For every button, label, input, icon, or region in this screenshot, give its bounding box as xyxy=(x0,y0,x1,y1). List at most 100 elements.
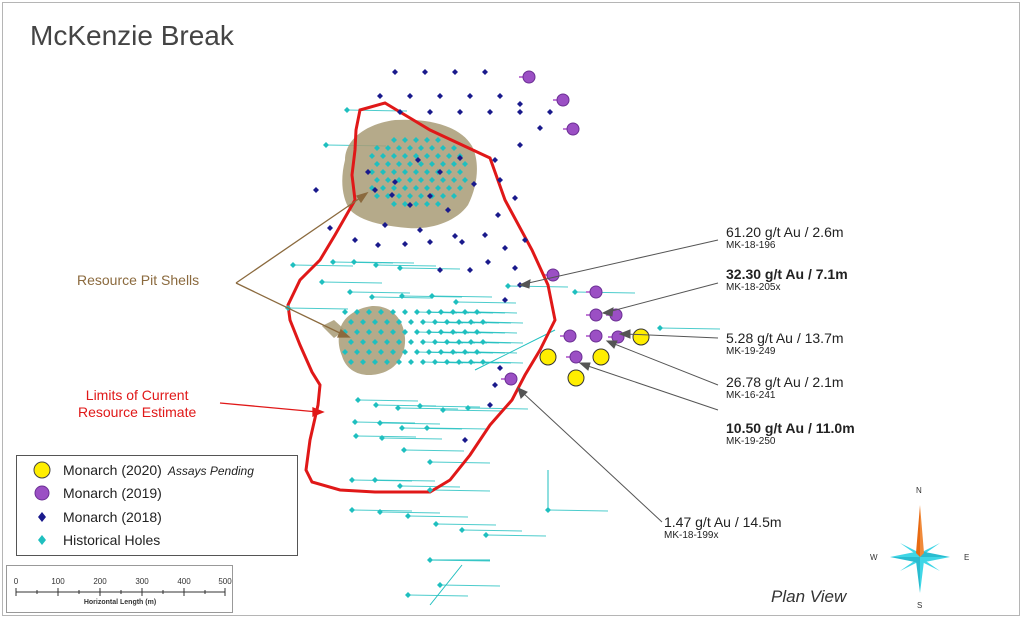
historical-hole-marker xyxy=(380,153,386,159)
monarch-2019-marker xyxy=(563,329,577,343)
historical-hole-marker xyxy=(444,339,450,345)
monarch-2020-markers xyxy=(539,328,650,387)
monarch-2018-marker xyxy=(365,169,371,175)
historical-hole-marker xyxy=(348,359,354,365)
monarch-2018-marker xyxy=(467,93,473,99)
drill-trace xyxy=(407,515,469,518)
pit-shell-south xyxy=(338,305,406,376)
historical-hole-marker xyxy=(342,309,348,315)
historical-hole-marker xyxy=(456,339,462,345)
scale-tick-label: 200 xyxy=(93,577,107,586)
historical-hole-marker xyxy=(347,289,353,295)
historical-hole-marker xyxy=(405,513,411,519)
intercept-hole-id: MK-18-205x xyxy=(726,282,781,293)
monarch-2018-marker xyxy=(482,232,488,238)
monarch-2018-marker xyxy=(517,101,523,107)
intercept-label: 61.20 g/t Au / 2.6m MK-18-196 xyxy=(726,224,844,251)
historical-hole-marker xyxy=(408,359,414,365)
historical-hole-marker xyxy=(402,329,408,335)
historical-hole-marker xyxy=(459,527,465,533)
historical-hole-marker xyxy=(429,145,435,151)
historical-hole-marker xyxy=(414,329,420,335)
historical-hole-marker xyxy=(427,487,433,493)
historical-hole-marker xyxy=(438,329,444,335)
historical-hole-marker xyxy=(391,185,397,191)
historical-hole-marker xyxy=(402,153,408,159)
historical-hole-marker xyxy=(349,507,355,513)
historical-hole-marker xyxy=(444,319,450,325)
scale-bar: 0 100 200 300 400 500 Horizontal Length … xyxy=(6,565,233,613)
historical-hole-marker xyxy=(352,419,358,425)
callout-arrows xyxy=(517,239,719,523)
intercept-result: 1.47 g/t Au / 14.5m xyxy=(664,514,782,530)
historical-hole-marker xyxy=(396,339,402,345)
historical-hole-marker xyxy=(354,309,360,315)
historical-hole-marker xyxy=(351,259,357,265)
historical-hole-marker xyxy=(468,359,474,365)
drill-trace xyxy=(321,281,383,284)
drill-trace xyxy=(429,564,463,606)
historical-hole-marker xyxy=(348,319,354,325)
historical-hole-marker xyxy=(418,177,424,183)
historical-hole-marker xyxy=(413,169,419,175)
historical-hole-marker xyxy=(355,397,361,403)
intercept-hole-id: MK-19-249 xyxy=(726,346,776,357)
drill-trace xyxy=(467,407,529,410)
historical-hole-marker xyxy=(372,477,378,483)
historical-hole-marker xyxy=(384,339,390,345)
historical-hole-marker xyxy=(457,169,463,175)
monarch-2018-marker xyxy=(313,187,319,193)
historical-hole-marker xyxy=(390,349,396,355)
historical-hole-marker xyxy=(440,407,446,413)
historical-hole-marker xyxy=(405,592,411,598)
historical-hole-marker xyxy=(435,137,441,143)
resource-limit-label-line1: Limits of Current xyxy=(85,387,189,403)
historical-hole-marker xyxy=(462,177,468,183)
historical-hole-marker xyxy=(450,309,456,315)
intercept-label: 32.30 g/t Au / 7.1m MK-18-205x xyxy=(726,266,848,293)
drill-trace xyxy=(431,295,493,298)
historical-hole-marker xyxy=(344,107,350,113)
monarch-2019-marker xyxy=(522,70,536,84)
monarch-2018-marker xyxy=(452,69,458,75)
drill-trace xyxy=(455,301,517,304)
historical-hole-marker xyxy=(480,359,486,365)
historical-hole-marker xyxy=(446,169,452,175)
historical-hole-marker xyxy=(450,329,456,335)
historical-hole-marker xyxy=(483,532,489,538)
historical-hole-marker xyxy=(372,319,378,325)
historical-hole-marker xyxy=(385,161,391,167)
monarch-2018-marker xyxy=(402,241,408,247)
historical-hole-marker xyxy=(433,521,439,527)
purple-circle-icon xyxy=(34,485,50,501)
historical-hole-marker xyxy=(413,137,419,143)
historical-hole-marker xyxy=(348,339,354,345)
monarch-2018-marker xyxy=(445,207,451,213)
monarch-2018-markers xyxy=(313,69,553,443)
resource-limit-label: Limits of Current Resource Estimate xyxy=(78,387,196,421)
monarch-2018-marker xyxy=(397,109,403,115)
historical-hole-marker xyxy=(372,359,378,365)
drill-trace xyxy=(354,421,416,424)
yellow-circle-icon xyxy=(33,461,51,479)
monarch-2018-marker xyxy=(502,245,508,251)
drill-trace xyxy=(292,264,354,267)
monarch-2018-marker xyxy=(517,142,523,148)
historical-hole-marker xyxy=(453,299,459,305)
historical-hole-marker xyxy=(468,339,474,345)
historical-hole-marker xyxy=(407,193,413,199)
historical-hole-marker xyxy=(420,359,426,365)
monarch-2018-marker xyxy=(352,237,358,243)
historical-hole-marker xyxy=(462,329,468,335)
monarch-2018-marker xyxy=(467,267,473,273)
historical-hole-marker xyxy=(446,153,452,159)
historical-hole-marker xyxy=(373,402,379,408)
intercept-hole-id: MK-18-199x xyxy=(664,530,719,541)
drill-trace xyxy=(439,584,501,587)
monarch-2018-marker xyxy=(427,239,433,245)
historical-hole-marker xyxy=(474,309,480,315)
historical-hole-marker xyxy=(414,349,420,355)
drill-trace xyxy=(426,427,488,430)
historical-hole-marker xyxy=(374,145,380,151)
historical-hole-marker xyxy=(378,329,384,335)
